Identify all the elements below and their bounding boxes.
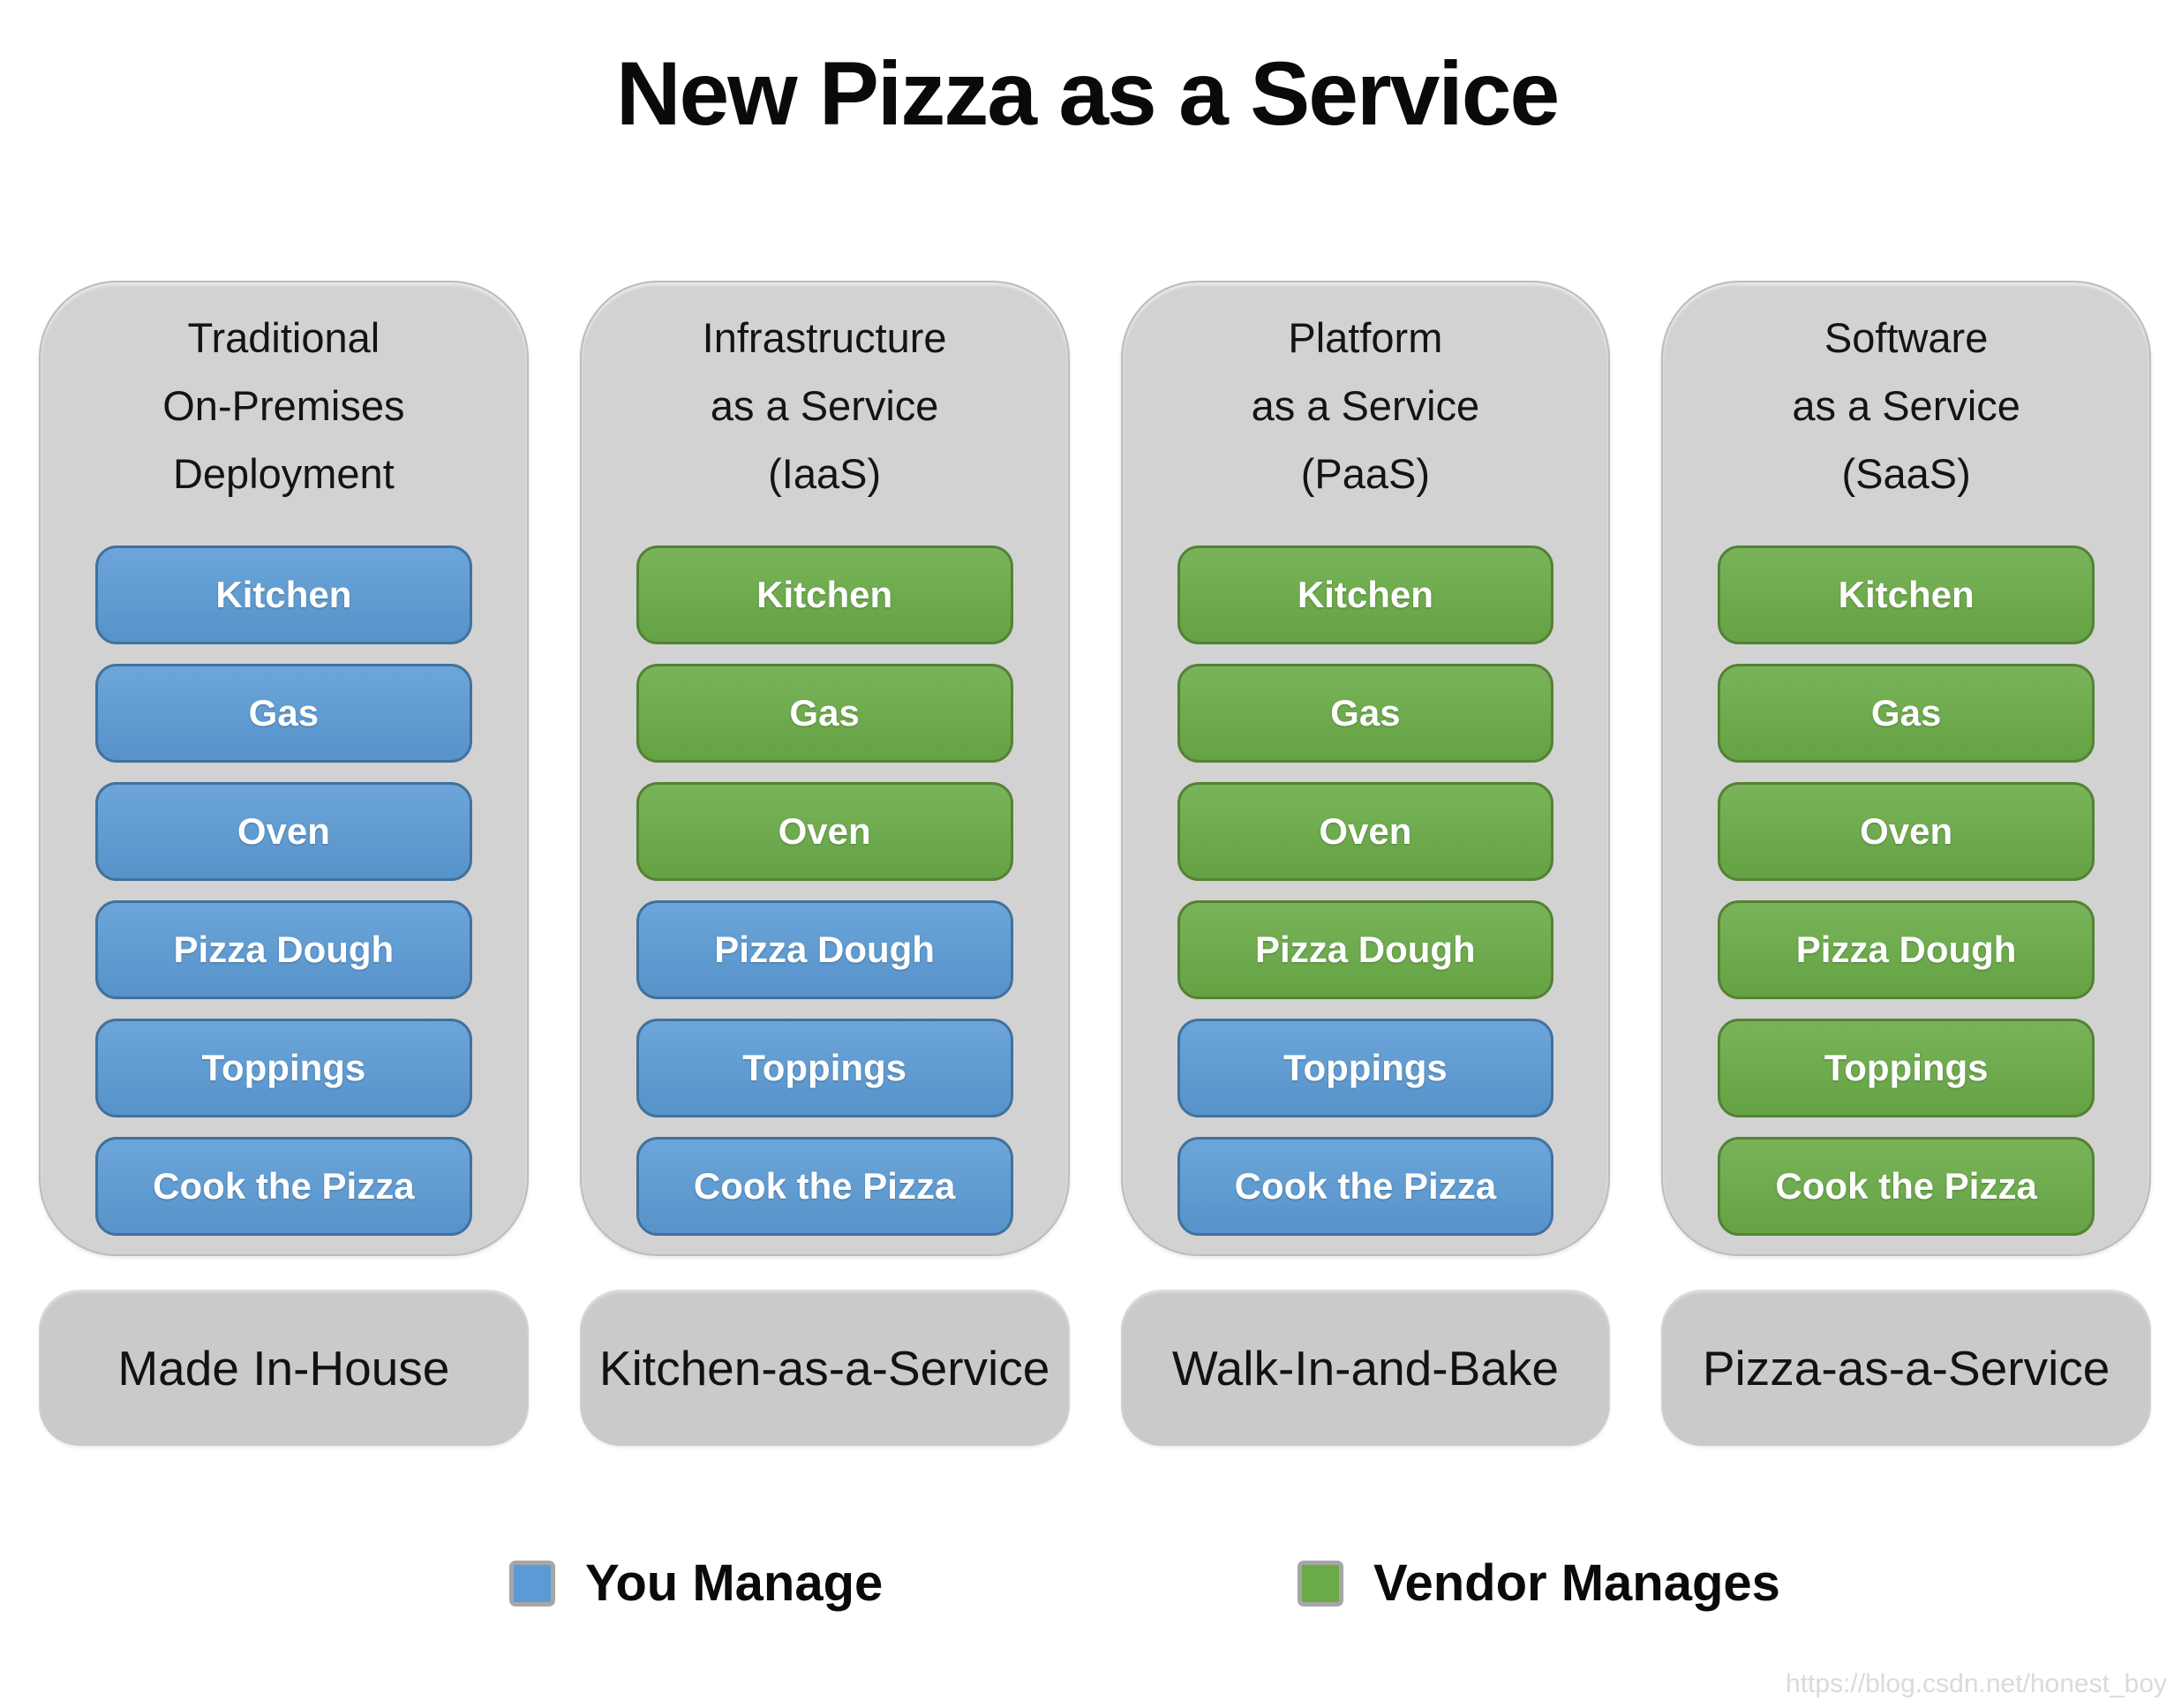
column-header-line: Deployment <box>172 450 395 497</box>
page-title: New Pizza as a Service <box>615 43 1560 144</box>
stack-item: Pizza Dough <box>95 900 472 999</box>
stack-item: Gas <box>636 664 1013 763</box>
stack-item: Cook the Pizza <box>95 1137 472 1236</box>
stack-item: Kitchen <box>1177 546 1554 644</box>
stack: Kitchen Gas Oven Pizza Dough Toppings Co… <box>636 546 1013 1236</box>
legend-item-vendor-manages: Vendor Manages <box>1298 1554 1780 1613</box>
column-header-line: as a Service <box>1792 382 2020 429</box>
column-header-line: (PaaS) <box>1300 450 1431 497</box>
footer-label-pizza-as-a-service: Pizza-as-a-Service <box>1661 1290 2151 1446</box>
stack: Kitchen Gas Oven Pizza Dough Toppings Co… <box>1718 546 2095 1236</box>
stack-item: Gas <box>1718 664 2095 763</box>
footer-label-made-in-house: Made In-House <box>39 1290 529 1446</box>
stack-item: Gas <box>1177 664 1554 763</box>
column-header-line: as a Service <box>1251 382 1480 429</box>
stack-item: Toppings <box>1177 1019 1554 1117</box>
legend-label: Vendor Manages <box>1373 1554 1780 1612</box>
column-header-line: On-Premises <box>162 382 405 429</box>
stack: Kitchen Gas Oven Pizza Dough Toppings Co… <box>1177 546 1554 1236</box>
stack-item: Oven <box>1177 782 1554 881</box>
footer-row: Made In-House Kitchen-as-a-Service Walk-… <box>39 1290 2151 1446</box>
column-header-line: Infrastructure <box>702 314 947 361</box>
stack-item: Kitchen <box>95 546 472 644</box>
column-paas: Platform as a Service (PaaS) Kitchen Gas… <box>1120 281 1611 1256</box>
legend: You Manage Vendor Manages <box>0 1554 2174 1617</box>
column-header: Traditional On-Premises Deployment <box>95 304 472 514</box>
column-header: Infrastructure as a Service (IaaS) <box>636 304 1013 514</box>
you-manage-color-swatch <box>509 1560 555 1606</box>
column-saas: Software as a Service (SaaS) Kitchen Gas… <box>1661 281 2151 1256</box>
stack-item: Kitchen <box>636 546 1013 644</box>
vendor-manages-color-swatch <box>1298 1560 1343 1606</box>
column-iaas: Infrastructure as a Service (IaaS) Kitch… <box>579 281 1070 1256</box>
columns-row: Traditional On-Premises Deployment Kitch… <box>39 281 2151 1256</box>
stack-item: Pizza Dough <box>636 900 1013 999</box>
column-traditional-on-premises: Traditional On-Premises Deployment Kitch… <box>39 281 529 1256</box>
column-header-line: as a Service <box>710 382 939 429</box>
footer-label-kitchen-as-a-service: Kitchen-as-a-Service <box>579 1290 1070 1446</box>
footer-label-walk-in-and-bake: Walk-In-and-Bake <box>1120 1290 1611 1446</box>
stack-item: Oven <box>1718 782 2095 881</box>
stack-item: Pizza Dough <box>1718 900 2095 999</box>
stack-item: Gas <box>95 664 472 763</box>
stack-item: Cook the Pizza <box>636 1137 1013 1236</box>
legend-label: You Manage <box>585 1554 884 1612</box>
stack-item: Oven <box>95 782 472 881</box>
column-header-line: (IaaS) <box>768 450 882 497</box>
stack-item: Toppings <box>95 1019 472 1117</box>
stack-item: Pizza Dough <box>1177 900 1554 999</box>
column-header-line: Software <box>1824 314 1989 361</box>
column-header: Software as a Service (SaaS) <box>1718 304 2095 514</box>
column-header-line: Platform <box>1288 314 1443 361</box>
column-header-line: (SaaS) <box>1841 450 1971 497</box>
stack-item: Cook the Pizza <box>1177 1137 1554 1236</box>
stack-item: Oven <box>636 782 1013 881</box>
watermark-url: https://blog.csdn.net/honest_boy <box>1786 1669 2167 1698</box>
stack-item: Toppings <box>636 1019 1013 1117</box>
column-header: Platform as a Service (PaaS) <box>1177 304 1554 514</box>
stack-item: Cook the Pizza <box>1718 1137 2095 1236</box>
stack: Kitchen Gas Oven Pizza Dough Toppings Co… <box>95 546 472 1236</box>
stack-item: Toppings <box>1718 1019 2095 1117</box>
column-header-line: Traditional <box>187 314 380 361</box>
legend-item-you-manage: You Manage <box>509 1554 883 1613</box>
stack-item: Kitchen <box>1718 546 2095 644</box>
